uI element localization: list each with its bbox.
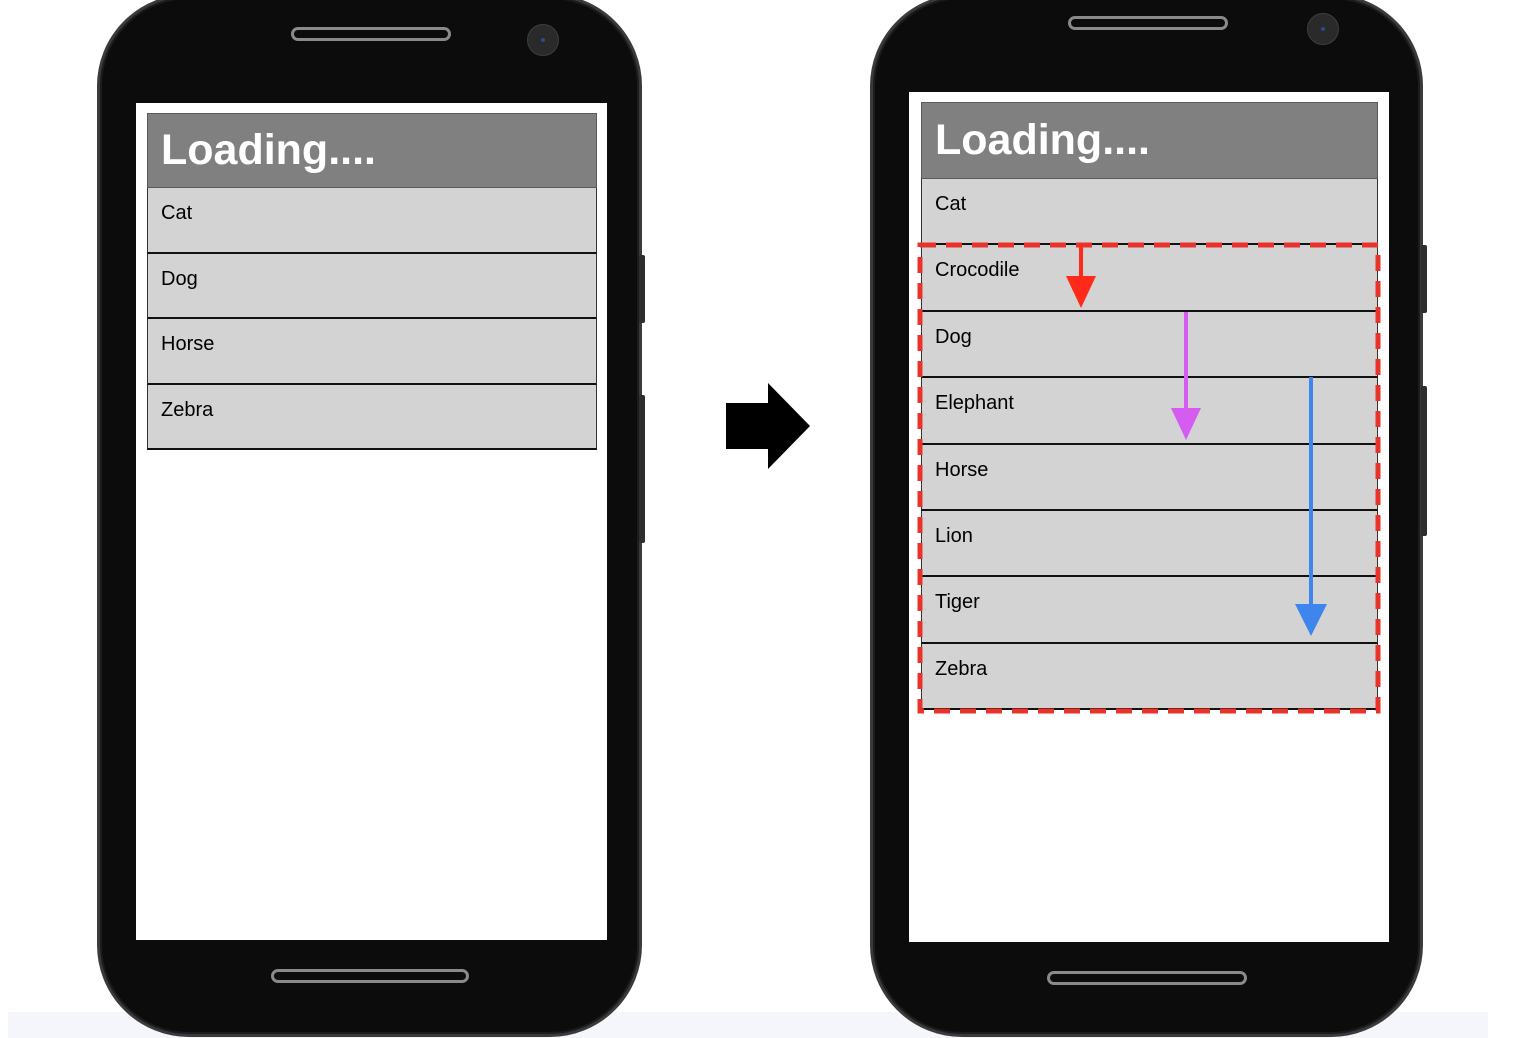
list-item[interactable]: Zebra xyxy=(921,644,1378,710)
phone-side-button xyxy=(639,395,645,543)
list-item[interactable]: Horse xyxy=(147,319,597,385)
phone-after: Loading.... Cat Crocodile Dog Elephant H… xyxy=(870,0,1423,1037)
list-item[interactable]: Cat xyxy=(921,179,1378,245)
header-title: Loading.... xyxy=(147,113,597,188)
phone-home-bar xyxy=(1047,971,1247,985)
phone-speaker xyxy=(1068,16,1228,30)
screen-before: Loading.... Cat Dog Horse Zebra xyxy=(136,103,607,940)
list-item[interactable]: Cat xyxy=(147,188,597,254)
list-item[interactable]: Dog xyxy=(147,254,597,319)
list-item[interactable]: Tiger xyxy=(921,577,1378,644)
phone-side-button xyxy=(639,255,645,323)
list-item[interactable]: Elephant xyxy=(921,378,1378,445)
phone-speaker xyxy=(291,27,451,41)
phone-camera-icon xyxy=(527,24,559,56)
transition-arrow-icon xyxy=(726,383,810,469)
phone-side-button xyxy=(1421,245,1427,313)
phone-camera-icon xyxy=(1307,13,1339,45)
list-item[interactable]: Horse xyxy=(921,445,1378,511)
phone-side-button xyxy=(1421,386,1427,536)
list-item[interactable]: Crocodile xyxy=(921,245,1378,312)
header-title: Loading.... xyxy=(921,102,1378,179)
list-item[interactable]: Lion xyxy=(921,511,1378,577)
list-item[interactable]: Zebra xyxy=(147,385,597,450)
list-item[interactable]: Dog xyxy=(921,312,1378,378)
phone-home-bar xyxy=(271,969,469,983)
screen-after: Loading.... Cat Crocodile Dog Elephant H… xyxy=(909,92,1389,942)
phone-before: Loading.... Cat Dog Horse Zebra xyxy=(97,0,642,1037)
